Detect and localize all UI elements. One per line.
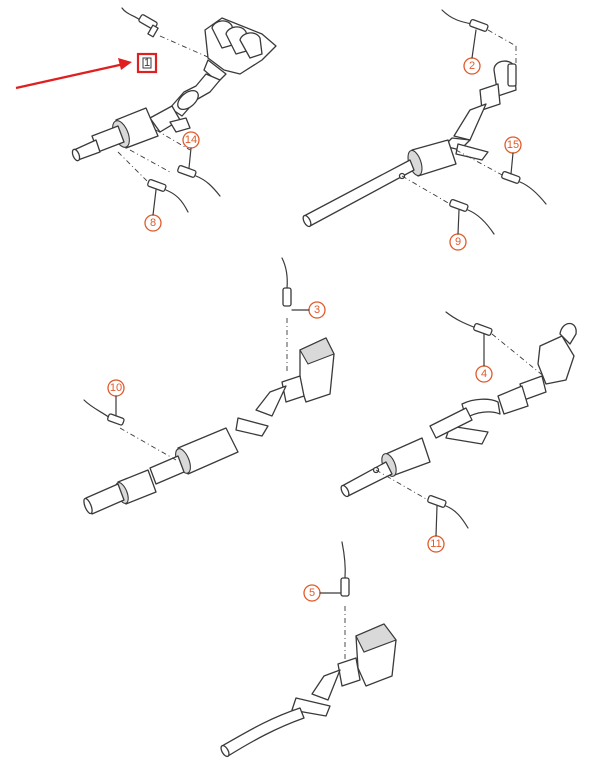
exhaust-assembly-b [302, 9, 547, 235]
middle-muffler-c [175, 427, 239, 475]
svg-text:8: 8 [150, 217, 156, 229]
oxygen-sensor-8 [147, 179, 189, 213]
callout-10[interactable]: 10 [107, 379, 125, 397]
svg-text:11: 11 [430, 538, 441, 550]
callout-9[interactable]: 9 [449, 233, 467, 251]
oxygen-sensor-1 [138, 14, 159, 38]
highlight-box-icon [136, 52, 158, 74]
catalytic-converter-c [299, 337, 335, 403]
svg-text:2: 2 [469, 60, 475, 72]
middle-muffler-b [407, 139, 457, 177]
oxygen-sensor-2 [469, 19, 489, 32]
svg-text:14: 14 [185, 134, 197, 146]
callout-2[interactable]: 2 [463, 57, 481, 75]
oxygen-sensor-4 [473, 323, 493, 336]
svg-text:3: 3 [314, 304, 320, 316]
oxygen-sensor-9 [449, 199, 495, 235]
callout-4[interactable]: 4 [475, 365, 493, 383]
oxygen-sensor-3 [282, 287, 292, 307]
svg-text:9: 9 [455, 236, 461, 248]
callout-3[interactable]: 3 [308, 301, 326, 319]
callout-11[interactable]: 11 [427, 535, 445, 553]
callout-5[interactable]: 5 [303, 584, 321, 602]
oxygen-sensor-10 [83, 399, 125, 426]
svg-text:4: 4 [481, 368, 487, 380]
svg-text:15: 15 [507, 139, 519, 151]
svg-text:1: 1 [144, 57, 150, 69]
exhaust-assembly-c [83, 257, 335, 515]
oxygen-sensor-11 [427, 495, 469, 529]
callout-1[interactable]: 1 [142, 57, 152, 69]
svg-text:10: 10 [110, 382, 122, 394]
svg-text:5: 5 [309, 587, 315, 599]
catalytic-converter-b [493, 60, 517, 97]
catalytic-converter-e [355, 623, 397, 687]
red-arrow-icon [15, 58, 132, 90]
exhaust-assembly-d [340, 311, 577, 529]
oxygen-sensor-15 [501, 171, 547, 205]
callout-14[interactable]: 14 [182, 131, 200, 149]
exhaust-assembly-e [220, 541, 397, 758]
callout-8[interactable]: 8 [144, 214, 162, 232]
callout-15[interactable]: 15 [504, 136, 522, 154]
oxygen-sensor-14 [177, 165, 221, 197]
oxygen-sensor-5 [340, 577, 350, 597]
exhaust-assembly-a [71, 7, 277, 213]
catalytic-converter-d [537, 322, 577, 385]
exhaust-manifold [203, 17, 277, 83]
